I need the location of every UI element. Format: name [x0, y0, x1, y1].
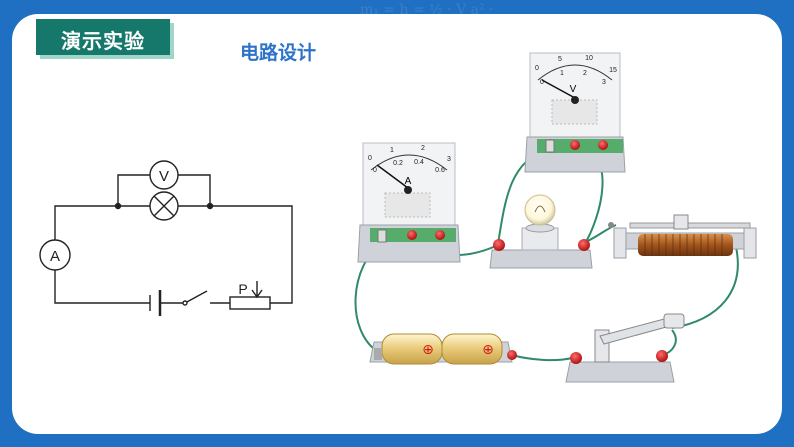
lamp-device [489, 194, 593, 269]
switch-device [565, 313, 685, 383]
ammeter-upper-2: 2 [421, 145, 425, 152]
ammeter-unit: A [405, 176, 412, 187]
ammeter-lower-2: 0.4 [414, 159, 424, 166]
voltmeter-unit: V [570, 84, 577, 95]
section-tag: 演示实验 [36, 19, 170, 55]
voltmeter-lower-1: 1 [560, 70, 564, 77]
ammeter-upper-0: 0 [368, 155, 372, 162]
ammeter-device: A 0 1 2 3 0 0.2 0.4 0.6 [357, 142, 461, 263]
voltmeter-lower-2: 2 [583, 70, 587, 77]
voltmeter-lower-3: 3 [602, 79, 606, 86]
battery-device: ⊕ ⊕ [369, 333, 517, 365]
voltmeter-device: V 0 5 10 15 0 1 2 3 [524, 52, 626, 173]
ammeter-upper-3: 3 [447, 156, 451, 163]
battery-cell1-sign: ⊕ [422, 342, 434, 358]
voltmeter-upper-0: 0 [535, 65, 539, 72]
voltmeter-upper-2: 10 [585, 55, 593, 62]
rheostat-device [608, 214, 757, 259]
voltmeter-upper-3: 15 [609, 67, 617, 74]
ammeter-upper-1: 1 [390, 147, 394, 154]
schematic-voltmeter-symbol: V [159, 168, 169, 185]
ammeter-lower-1: 0.2 [393, 160, 403, 167]
voltmeter-upper-1: 5 [558, 56, 562, 63]
section-tag-label: 演示实验 [61, 29, 145, 53]
ammeter-lower-3: 0.6 [435, 167, 445, 174]
voltmeter-lower-0: 0 [540, 79, 544, 86]
schematic-ammeter-symbol: A [50, 248, 60, 265]
schematic-rheostat-label: P [238, 281, 247, 297]
page-subtitle: 电路设计 [240, 42, 317, 64]
ammeter-lower-0: 0 [373, 167, 377, 174]
battery-cell2-sign: ⊕ [482, 342, 494, 358]
